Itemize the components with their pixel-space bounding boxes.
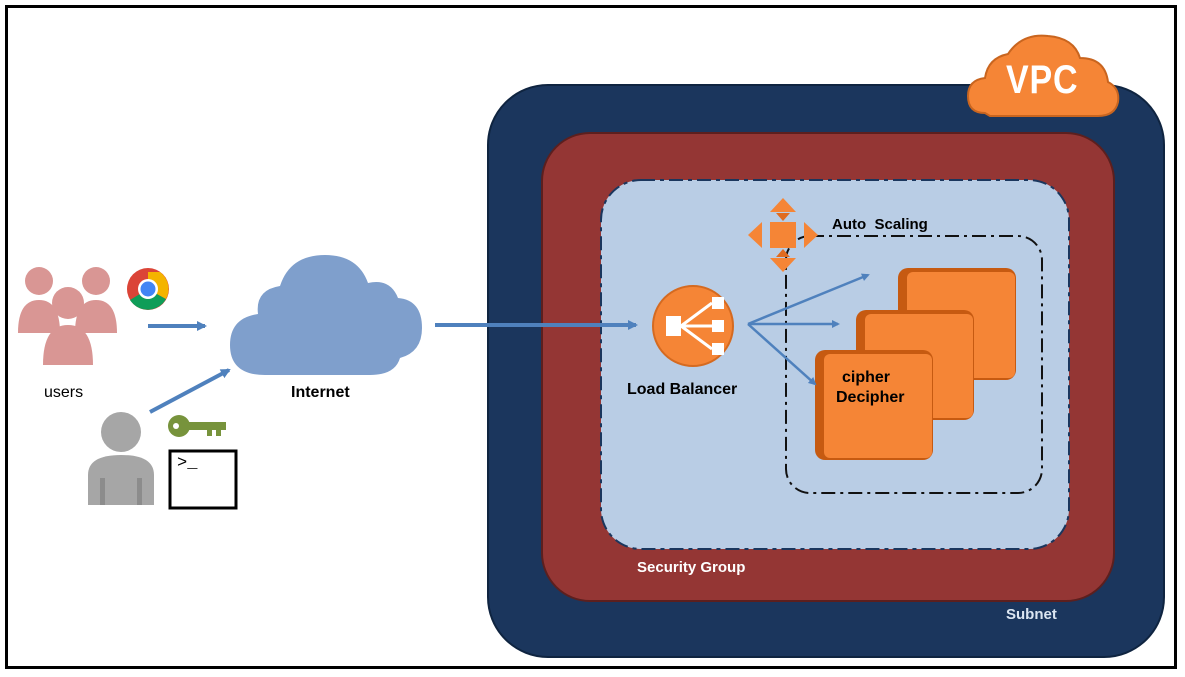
instance-label-line1: cipher	[842, 369, 891, 386]
auto-scaling-icon	[748, 198, 818, 272]
users-group-icon	[18, 267, 117, 365]
ssh-key-icon	[168, 415, 226, 437]
vpc-cloud-icon	[966, 34, 1120, 117]
admin-to-internet-arrow	[149, 368, 231, 414]
auto-scaling-label: Auto Scaling	[832, 216, 928, 233]
load-balancer-label: Load Balancer	[627, 381, 738, 398]
auto-scaling-group-box	[785, 235, 1043, 494]
terminal-prompt: >_	[177, 454, 198, 473]
terminal-icon	[168, 449, 238, 510]
instance-label-line2: Decipher	[836, 389, 905, 406]
subnet-label: Subnet	[1006, 606, 1057, 623]
security-group-label: Security Group	[637, 559, 746, 576]
load-balancer-icon	[652, 285, 734, 367]
lb-to-instance-arrow-1	[747, 273, 870, 326]
chrome-browser-icon	[127, 268, 169, 310]
vpc-label: VPC	[1006, 58, 1079, 102]
internet-label: Internet	[291, 384, 350, 401]
internet-cloud-icon	[230, 255, 422, 375]
users-label: users	[44, 384, 84, 401]
admin-user-icon	[88, 412, 154, 505]
ec2-instance-front	[815, 350, 933, 460]
lb-to-instance-arrow-3	[747, 323, 817, 386]
